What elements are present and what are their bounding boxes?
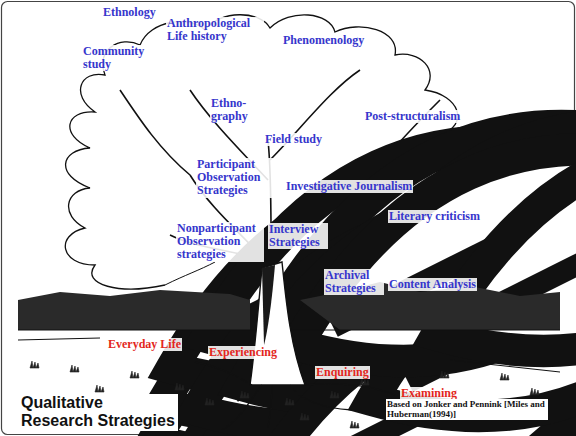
- strategy-label: Participant Observation Strategies: [196, 158, 274, 198]
- strategy-label: Content Analysis: [388, 278, 477, 291]
- strategy-label: Archival Strategies: [324, 269, 384, 295]
- strategy-label: Nonparticipant Observation strategies: [176, 222, 264, 262]
- strategy-label: Community study: [82, 45, 150, 71]
- strategy-label: Literary criticism: [388, 210, 481, 223]
- strategy-label: Field study: [264, 133, 323, 146]
- strategy-label: Interview Strategies: [268, 223, 328, 249]
- root-label: Everyday Life: [107, 338, 182, 351]
- root-label: Enquiring: [315, 366, 370, 379]
- strategy-label: Ethno- graphy: [210, 97, 256, 123]
- strategy-label: Investigative Journalism: [285, 180, 413, 193]
- source-caption: Based on Jonker and Pennink [Miles and H…: [386, 399, 548, 420]
- strategy-label: Post-structuralism: [364, 110, 461, 123]
- strategy-label: Ethnology: [102, 6, 157, 19]
- strategy-label: Phenomenology: [282, 34, 365, 47]
- root-label: Experiencing: [208, 346, 278, 359]
- slide-title: Qualitative Research Strategies: [20, 394, 178, 431]
- strategy-label: Anthropological Life history: [166, 17, 264, 43]
